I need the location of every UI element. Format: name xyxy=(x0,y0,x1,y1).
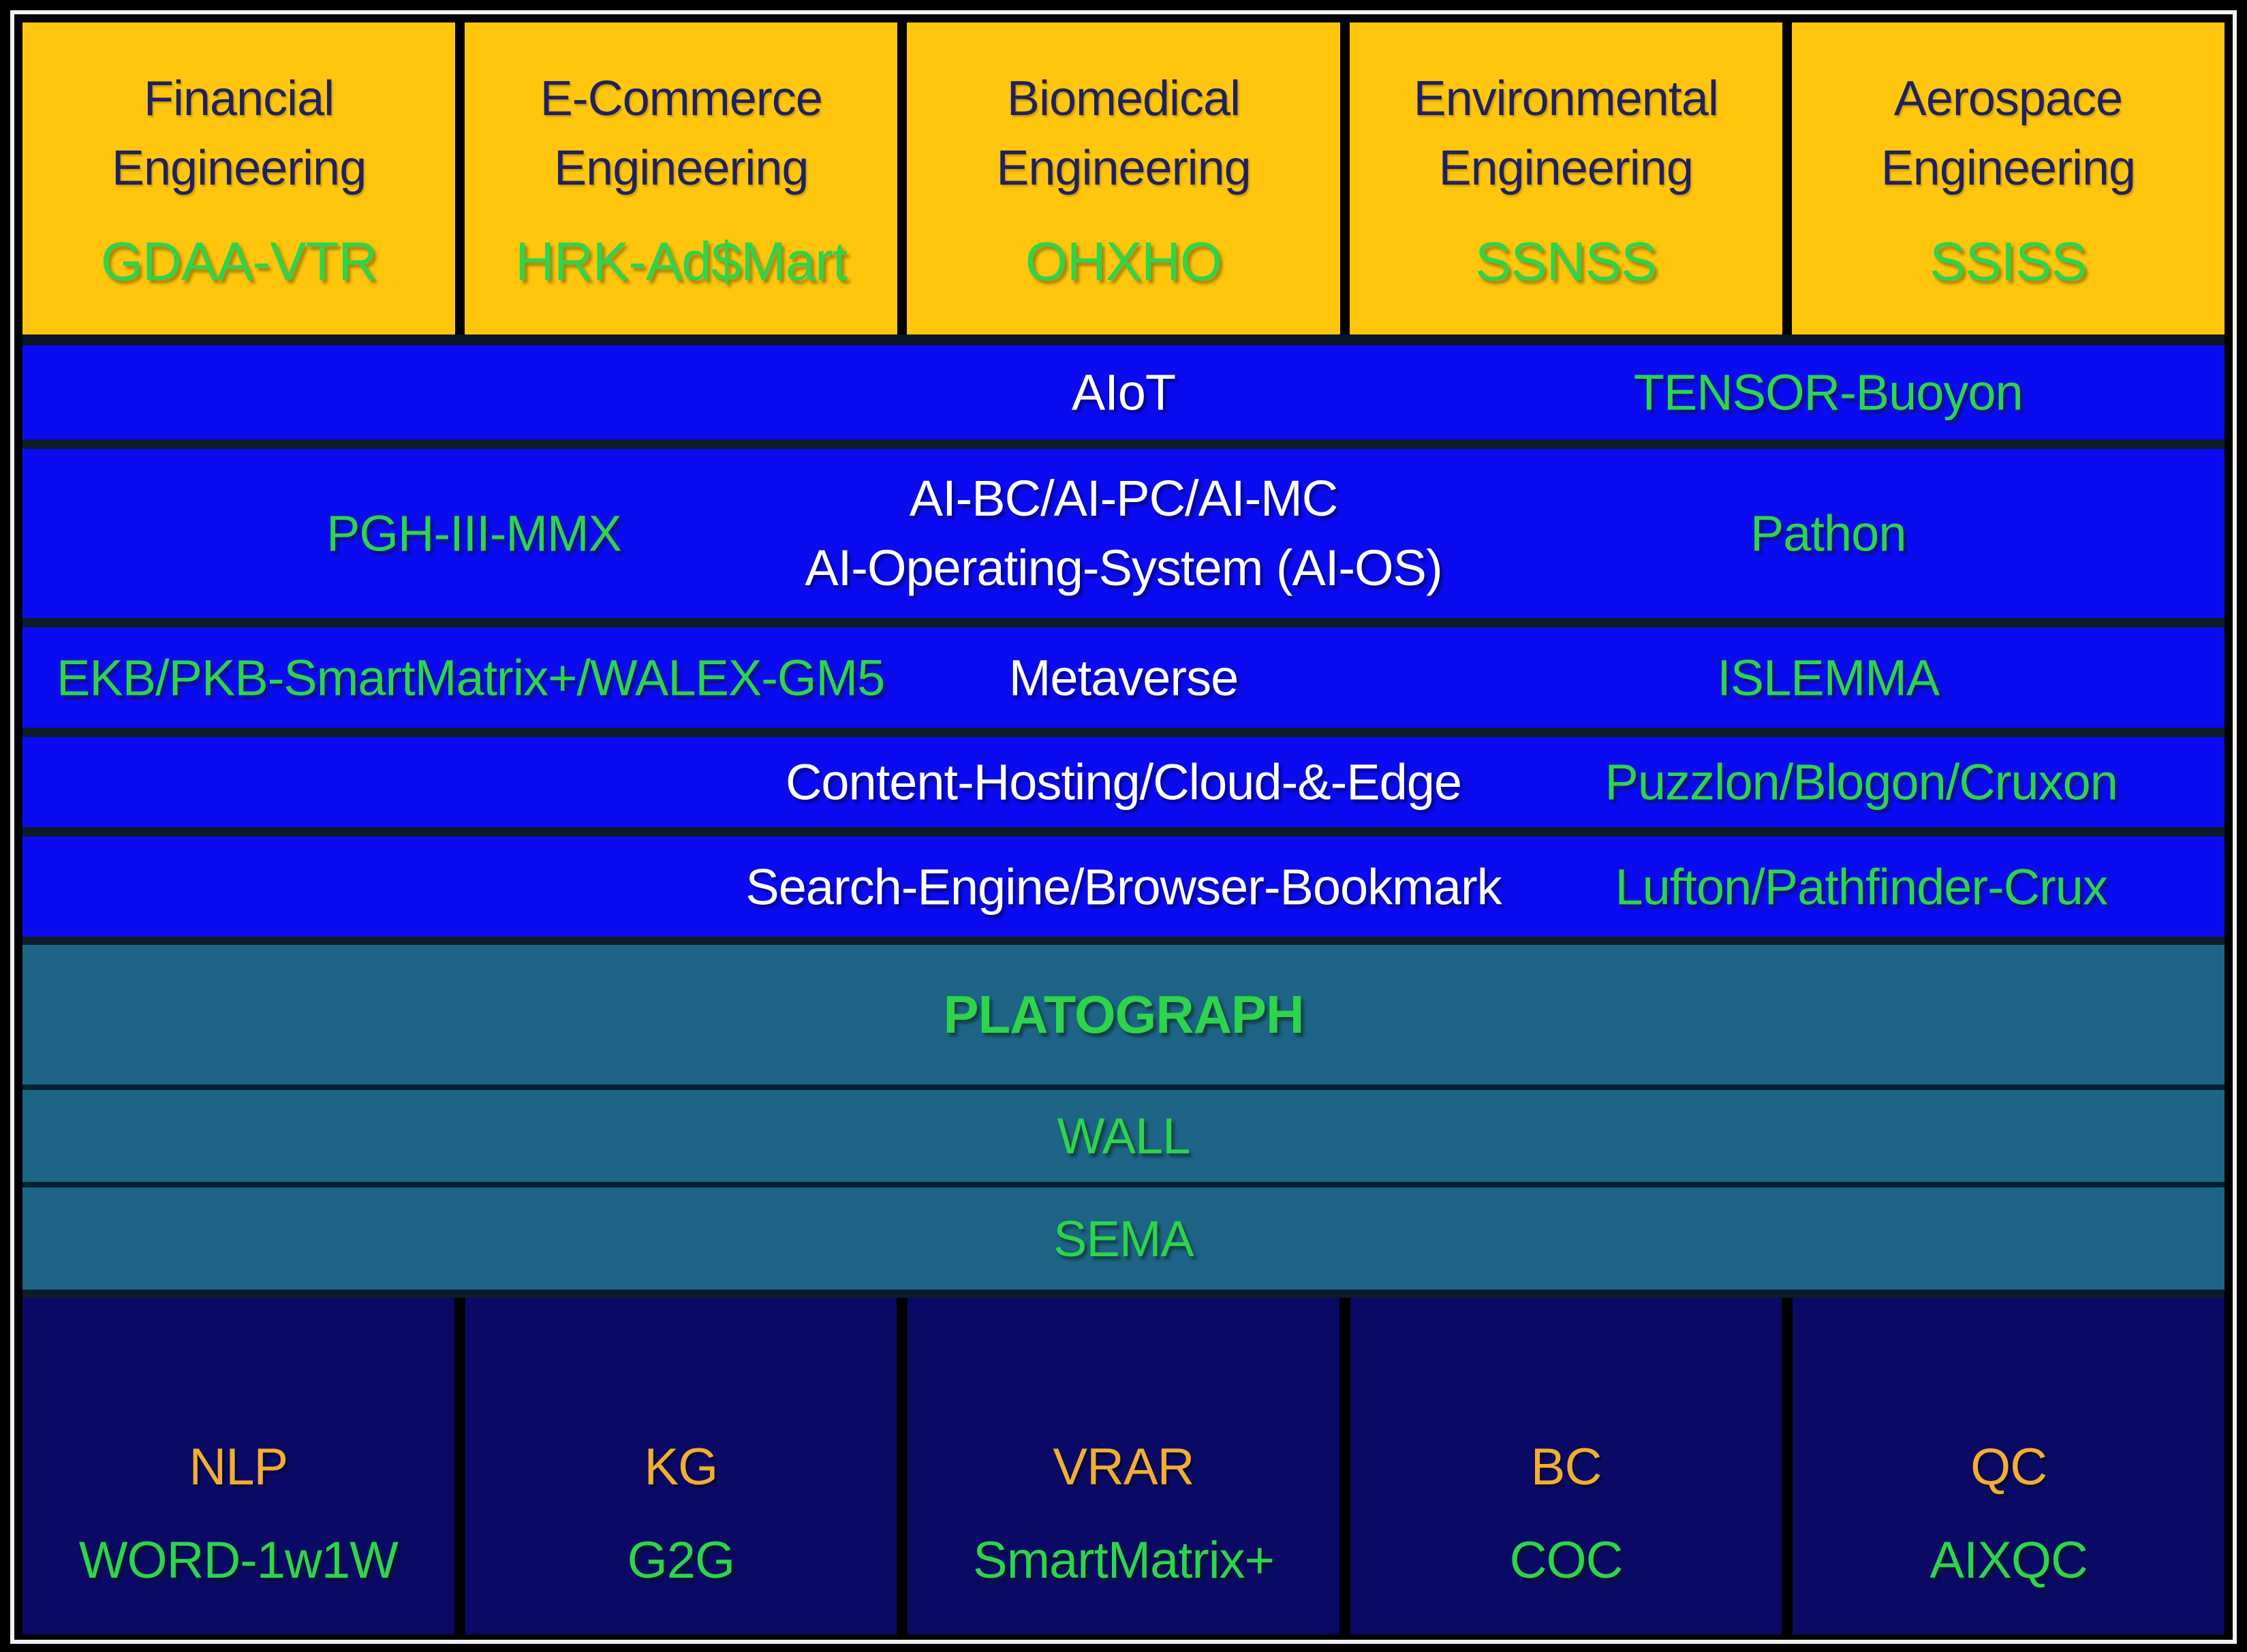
layer-title: AIoT xyxy=(1071,364,1176,421)
module-title: QC xyxy=(1970,1438,2047,1496)
separator xyxy=(22,439,2225,449)
frame-border xyxy=(10,10,2237,1644)
domain-box-biomedical: Biomedical Engineering OHXHO xyxy=(907,22,1340,334)
layer-label: Pathon xyxy=(1750,505,1907,562)
layer-label: ISLEMMA xyxy=(1717,649,1940,706)
domain-box-financial: Financial Engineering GDAA-VTR xyxy=(22,22,456,334)
module-label: WORD-1w1W xyxy=(78,1531,399,1589)
layer-title: AI-BC/AI-PC/AI-MC AI-Operating-System (A… xyxy=(805,469,1442,596)
layer-label: Puzzlon/Blogon/Cruxon xyxy=(1605,753,2118,811)
module-row: NLP WORD-1w1W KG G2G VRAR SmartMatrix+ B… xyxy=(22,1298,2225,1634)
layer-label-left: EKB/PKB-SmartMatrix+/WALEX-GM5 xyxy=(57,649,885,706)
separator xyxy=(22,334,2225,345)
diagram-content: Financial Engineering GDAA-VTR E-Commerc… xyxy=(22,22,2225,1634)
domain-row: Financial Engineering GDAA-VTR E-Commerc… xyxy=(22,22,2225,334)
module-label: G2G xyxy=(627,1531,735,1589)
module-title: BC xyxy=(1530,1438,1602,1496)
separator xyxy=(22,728,2225,737)
separator xyxy=(22,618,2225,627)
layer-wall: WALL xyxy=(22,1090,2225,1182)
separator xyxy=(22,1290,2225,1298)
layer-title: Content-Hosting/Cloud-&-Edge xyxy=(785,753,1462,811)
separator xyxy=(22,827,2225,837)
layer-ai-os: PGH-III-MMX AI-BC/AI-PC/AI-MC AI-Operati… xyxy=(22,449,2225,618)
module-label: AIXQC xyxy=(1930,1531,2088,1589)
module-title: VRAR xyxy=(1053,1438,1194,1496)
module-nlp: NLP WORD-1w1W xyxy=(22,1298,454,1634)
domain-box-environmental: Environmental Engineering SSNSS xyxy=(1349,22,1782,334)
domain-title: Aerospace Engineering xyxy=(1880,71,2136,196)
module-title: KG xyxy=(644,1438,718,1496)
domain-title: Environmental Engineering xyxy=(1413,71,1719,196)
layer-title: Search-Engine/Browser-Bookmark xyxy=(745,858,1502,915)
domain-box-ecommerce: E-Commerce Engineering HRK-Ad$Mart xyxy=(465,22,898,334)
module-bc: BC COC xyxy=(1350,1298,1782,1634)
domain-label: SSISS xyxy=(1930,231,2088,292)
layer-platograph: PLATOGRAPH xyxy=(22,945,2225,1085)
separator xyxy=(22,1182,2225,1187)
module-qc: QC AIXQC xyxy=(1793,1298,2225,1634)
separator xyxy=(22,1085,2225,1090)
domain-label: SSNSS xyxy=(1475,231,1657,292)
domain-label: HRK-Ad$Mart xyxy=(515,231,848,292)
layer-label-left: PGH-III-MMX xyxy=(326,505,622,562)
layer-title: Metaverse xyxy=(1008,649,1239,706)
module-label: SmartMatrix+ xyxy=(973,1531,1275,1589)
layer-label: PLATOGRAPH xyxy=(943,984,1305,1044)
domain-box-aerospace: Aerospace Engineering SSISS xyxy=(1791,22,2225,334)
separator xyxy=(22,937,2225,945)
layer-label: SEMA xyxy=(1053,1210,1194,1267)
domain-label: GDAA-VTR xyxy=(100,231,377,292)
domain-title: E-Commerce Engineering xyxy=(540,71,823,196)
layer-search-engine: Search-Engine/Browser-Bookmark Lufton/Pa… xyxy=(22,837,2225,937)
module-kg: KG G2G xyxy=(465,1298,897,1634)
domain-title: Financial Engineering xyxy=(111,71,367,196)
layer-label: WALL xyxy=(1057,1108,1191,1164)
module-title: NLP xyxy=(189,1438,288,1496)
layer-aiot: AIoT TENSOR-Buoyon xyxy=(22,345,2225,439)
module-label: COC xyxy=(1509,1531,1624,1589)
module-vrar: VRAR SmartMatrix+ xyxy=(908,1298,1339,1634)
layer-metaverse: EKB/PKB-SmartMatrix+/WALEX-GM5 Metaverse… xyxy=(22,627,2225,728)
layer-label: Lufton/Pathfinder-Crux xyxy=(1615,858,2108,915)
domain-title: Biomedical Engineering xyxy=(996,71,1251,196)
layer-sema: SEMA xyxy=(22,1187,2225,1290)
layer-content-hosting: Content-Hosting/Cloud-&-Edge Puzzlon/Blo… xyxy=(22,737,2225,827)
domain-label: OHXHO xyxy=(1025,231,1222,292)
layer-label: TENSOR-Buoyon xyxy=(1633,364,2024,421)
